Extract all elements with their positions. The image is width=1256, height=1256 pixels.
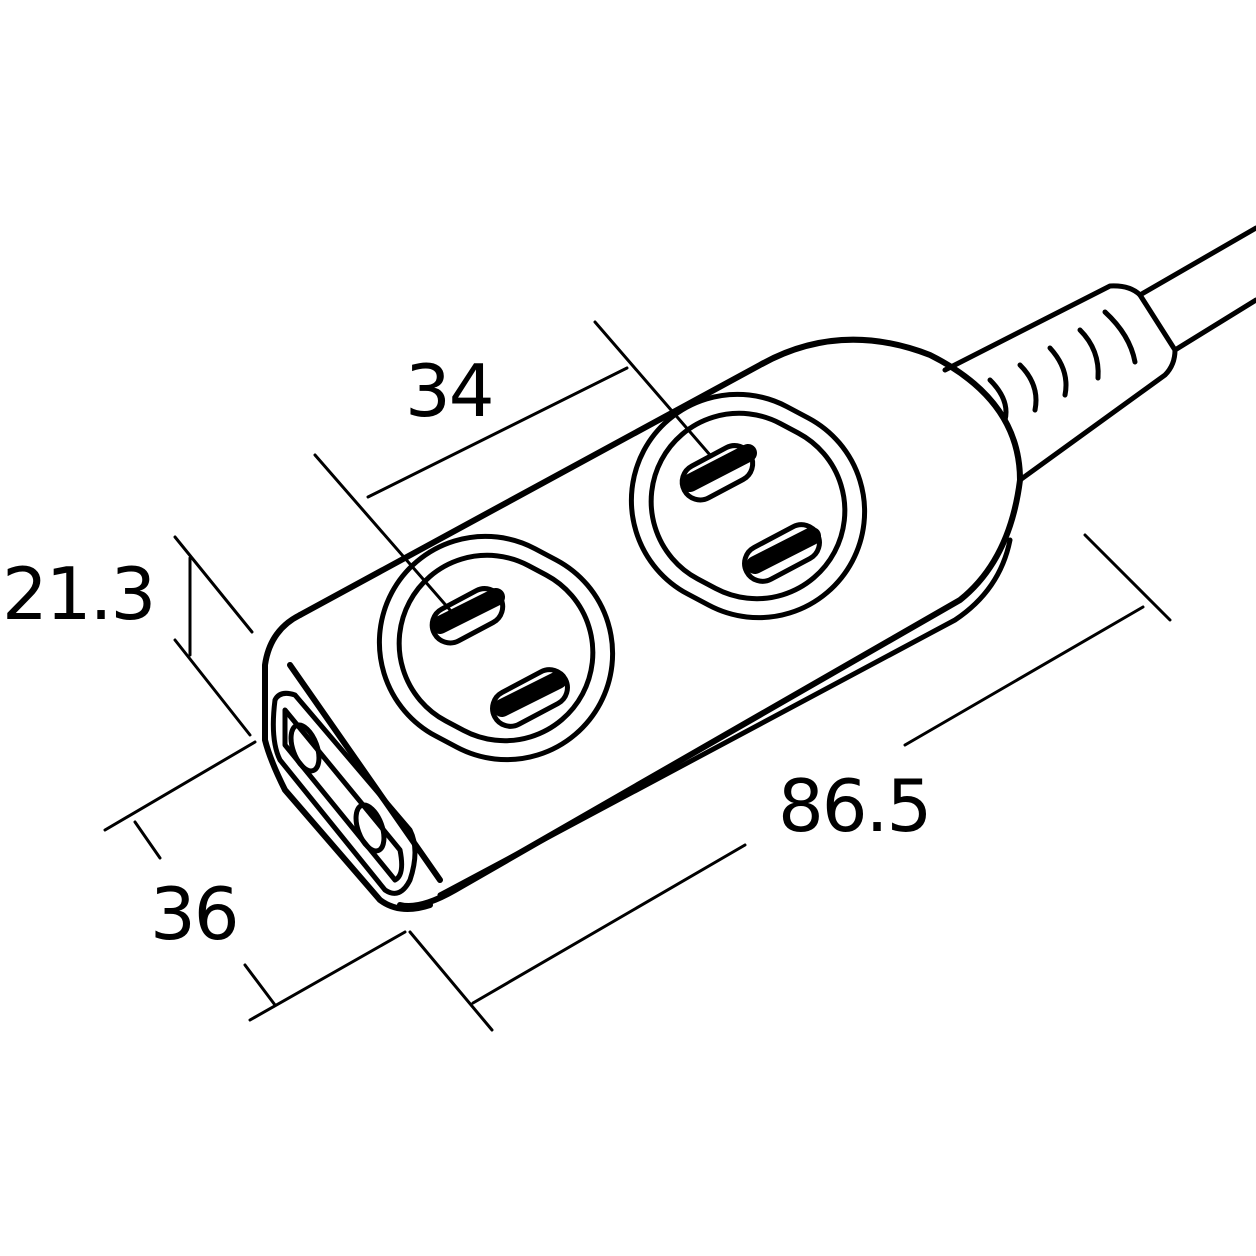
- dimension-label-height: 21.3: [2, 552, 156, 636]
- dimension-label-length: 86.5: [778, 764, 932, 848]
- cord: [942, 225, 1256, 483]
- outlet-2: [628, 391, 868, 621]
- dimension-lines: [103, 320, 1172, 1032]
- dimension-label-spacing: 34: [405, 349, 495, 433]
- outlet-1: [376, 533, 616, 763]
- end-outlet: [270, 690, 418, 896]
- dimension-label-width: 36: [150, 872, 240, 956]
